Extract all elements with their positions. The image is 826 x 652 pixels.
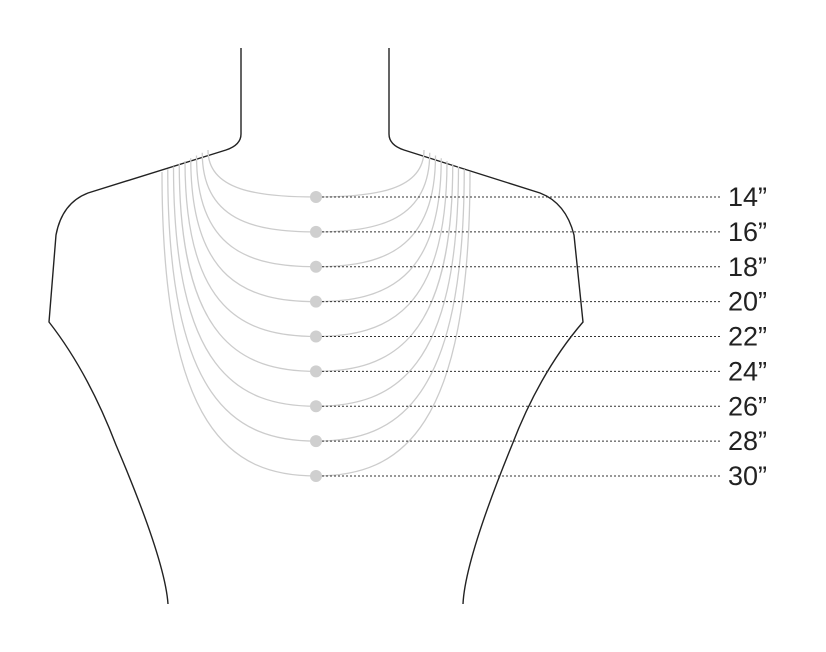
length-label-26: 26” [728,391,767,421]
length-labels: 14” 16” 18” 20” 22” 24” 26” 28” 30” [728,182,767,491]
pendant-16 [310,225,322,238]
pendant-24 [310,365,322,378]
pendant-18 [310,260,322,273]
length-label-18: 18” [728,252,767,282]
mannequin-left-side [48,48,242,605]
length-label-24: 24” [728,356,767,386]
length-label-22: 22” [728,322,767,352]
chain-18 [195,155,437,268]
chain-14 [207,149,425,198]
mannequin-right-side [388,48,584,605]
mannequin-outline [48,48,584,605]
pendant-26 [310,400,322,413]
pendant-28 [310,435,322,448]
pendant-14 [310,191,322,203]
length-label-20: 20” [728,287,767,317]
pendant-dots [310,191,322,482]
pendant-30 [310,470,322,482]
chain-22 [184,160,448,338]
length-label-14: 14” [728,182,767,212]
length-label-16: 16” [728,217,767,247]
length-label-28: 28” [728,426,767,456]
length-label-30: 30” [728,461,767,491]
pendant-22 [310,330,322,343]
pendant-20 [310,295,322,308]
length-guide-lines [322,196,722,477]
